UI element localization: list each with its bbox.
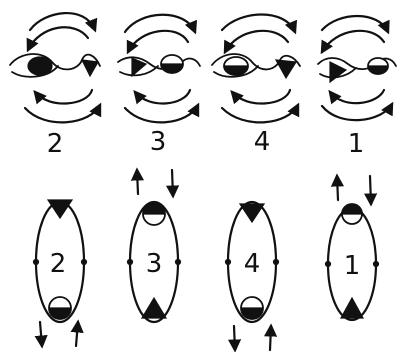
diagram-number: 2 — [47, 129, 64, 159]
diagram-number: 4 — [254, 127, 271, 157]
bottom-diagram-1: 2 — [34, 200, 87, 346]
triangle-marker — [276, 60, 296, 78]
triangle-marker — [330, 62, 346, 82]
bottom-arc-arrow — [232, 90, 290, 104]
up-arrow — [137, 170, 138, 194]
up-arrow — [76, 322, 78, 346]
triangle-marker — [82, 60, 98, 76]
diagram-number: 1 — [348, 129, 365, 159]
side-dot — [176, 260, 181, 265]
side-dot — [34, 260, 39, 265]
down-arrow — [234, 326, 235, 350]
up-arrow — [337, 176, 338, 200]
side-dot — [226, 260, 231, 265]
bottom-arc-arrow — [135, 90, 190, 104]
side-dot — [128, 260, 133, 265]
side-dot — [274, 260, 279, 265]
top-diagram-1: 2 — [10, 13, 100, 159]
top-arc-arrow — [322, 31, 384, 52]
hollow-ball-shade — [49, 308, 71, 319]
down-arrow — [40, 322, 42, 346]
side-dot — [374, 262, 379, 267]
bottom-arc-arrow — [125, 105, 198, 122]
top-arc-arrow — [128, 31, 188, 52]
top-diagram-2: 3 — [118, 15, 200, 157]
hollow-ball-shade — [224, 66, 248, 75]
hollow-ball-shade — [161, 64, 183, 73]
side-dot — [82, 260, 87, 265]
top-arc-arrow — [322, 16, 388, 32]
rotation-loop — [118, 57, 200, 69]
triangle-marker — [142, 298, 166, 318]
hollow-ball-shade — [342, 204, 362, 214]
bottom-arc-arrow — [322, 104, 392, 120]
top-diagram-3: 4 — [212, 15, 300, 158]
side-dot — [326, 262, 331, 267]
top-arc-arrow — [28, 27, 88, 50]
triangle-marker — [341, 298, 363, 318]
triangle-marker — [48, 200, 72, 218]
bottom-arc-arrow — [330, 90, 384, 103]
hollow-ball-shade — [241, 308, 263, 319]
top-arc-arrow — [125, 15, 195, 32]
bottom-diagram-2: 3 — [128, 170, 181, 322]
diagram-number: 3 — [146, 249, 163, 279]
bottom-diagram-4: 1 — [326, 176, 379, 320]
up-arrow — [270, 326, 271, 350]
diagram-number: 3 — [150, 127, 167, 157]
bottom-diagram-3: 4 — [226, 202, 279, 350]
diagram-number: 4 — [244, 249, 261, 279]
diagram-number: 2 — [50, 249, 67, 279]
down-arrow — [370, 176, 371, 204]
bottom-arc-arrow — [222, 105, 298, 122]
top-diagram-4: 1 — [318, 16, 396, 159]
diagram-number: 1 — [344, 251, 361, 281]
top-arc-arrow — [222, 15, 295, 33]
dark-ball — [28, 57, 52, 75]
down-arrow — [172, 170, 173, 196]
bottom-arc-arrow — [25, 105, 100, 122]
top-arc-arrow — [225, 31, 288, 52]
bottom-arc-arrow — [35, 90, 92, 104]
triangle-marker — [240, 204, 264, 222]
